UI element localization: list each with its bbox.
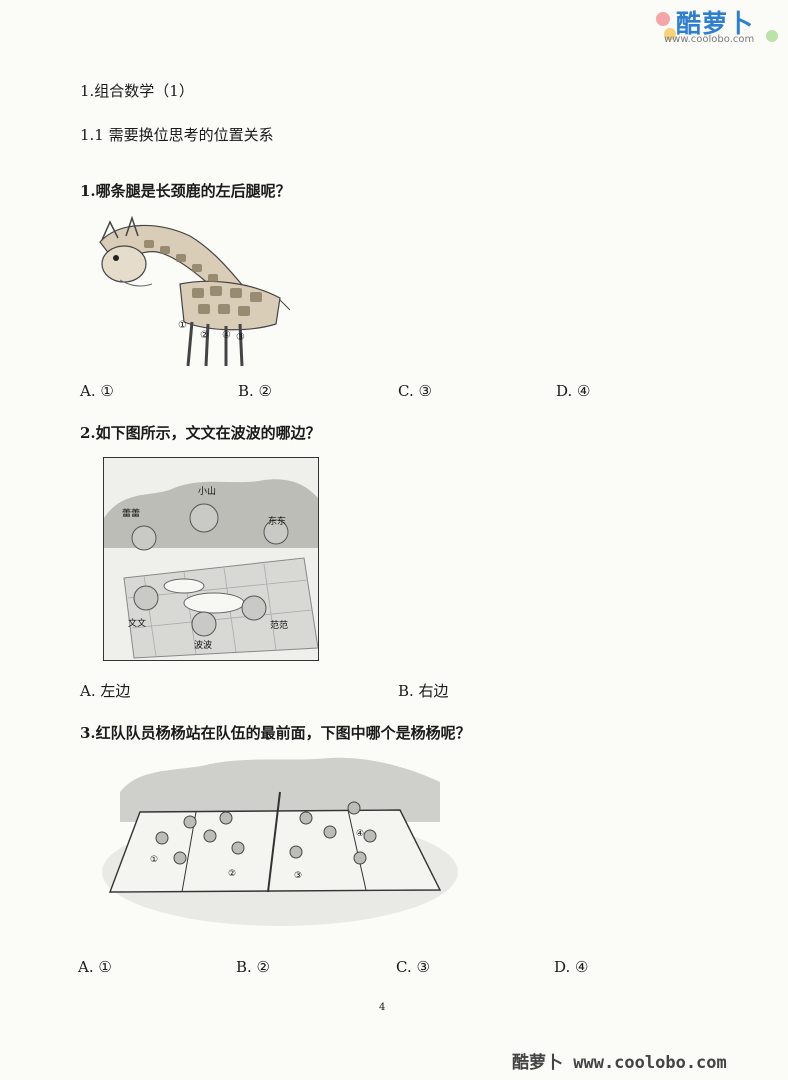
q2-option-b[interactable]: B. 右边 — [398, 682, 449, 700]
q1-option-c[interactable]: C. ③ — [398, 382, 432, 400]
logo-dot-pink — [656, 12, 670, 26]
logo-url: www.coolobo.com — [664, 34, 755, 45]
picnic-name-label: 范范 — [270, 619, 288, 631]
giraffe-figure: ① ② ④ ③ — [99, 215, 290, 367]
picnic-name-label: 东东 — [268, 515, 286, 527]
giraffe-leg-label: ① — [178, 320, 187, 331]
section-subtitle: 1.1 需要换位思考的位置关系 — [80, 126, 274, 144]
q2-option-a[interactable]: A. 左边 — [80, 682, 131, 700]
q3-option-b[interactable]: B. ② — [236, 958, 271, 976]
volleyball-figure: ① ② ③ ④ — [102, 757, 458, 926]
question-2-text: 2.如下图所示，文文在波波的哪边？ — [80, 424, 321, 442]
q3-option-c[interactable]: C. ③ — [396, 958, 430, 976]
giraffe-leg-label: ③ — [236, 332, 245, 343]
volleyball-player-label: ① — [150, 855, 158, 865]
footer-watermark: 酷萝卜 www.coolobo.com — [512, 1053, 727, 1073]
logo-dot-yellow — [664, 28, 676, 40]
picnic-name-label: 蕾蕾 — [122, 507, 140, 519]
site-logo: 酷萝卜 www.coolobo.com — [656, 6, 782, 50]
picnic-name-label: 文文 — [128, 617, 146, 629]
volleyball-player-label: ③ — [294, 871, 302, 881]
q3-option-a[interactable]: A. ① — [78, 958, 112, 976]
q1-option-a[interactable]: A. ① — [80, 382, 114, 400]
picnic-name-label: 波波 — [194, 639, 212, 651]
giraffe-leg-label: ④ — [222, 330, 231, 341]
picnic-figure: 小山 蕾蕾 东东 文文 范范 波波 — [103, 457, 319, 661]
question-1-text: 1.哪条腿是长颈鹿的左后腿呢？ — [80, 182, 291, 200]
picnic-name-label: 小山 — [198, 486, 216, 497]
page-number: 4 — [379, 1002, 386, 1013]
q1-option-d[interactable]: D. ④ — [556, 382, 591, 400]
section-title: 1.组合数学（1） — [80, 82, 194, 100]
question-3-text: 3.红队队员杨杨站在队伍的最前面，下图中哪个是杨杨呢？ — [80, 724, 471, 742]
volleyball-player-label: ② — [228, 869, 236, 879]
volleyball-player-label: ④ — [356, 829, 364, 839]
giraffe-leg-label: ② — [200, 330, 209, 341]
logo-dot-green — [766, 30, 778, 42]
logo-title: 酷萝卜 — [676, 9, 755, 38]
q3-option-d[interactable]: D. ④ — [554, 958, 589, 976]
q1-option-b[interactable]: B. ② — [238, 382, 273, 400]
